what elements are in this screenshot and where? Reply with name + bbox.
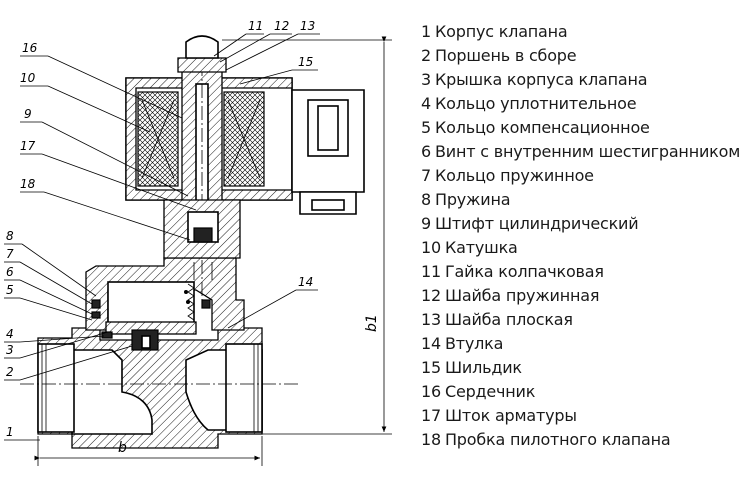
legend-item-number: 5: [421, 118, 431, 137]
legend-item-number: 3: [421, 70, 431, 89]
callout-18: 18: [20, 177, 36, 191]
dimension-b1-label: b1: [364, 314, 380, 332]
legend-item-number: 1: [421, 22, 431, 41]
legend-item-text: Пружина: [434, 190, 511, 209]
callout-7: 7: [6, 247, 14, 261]
legend-item-text: Штифт цилиндрический: [434, 214, 639, 233]
callout-14: 14: [298, 275, 313, 289]
legend-item-number: 7: [421, 166, 431, 185]
legend-item-text: Гайка колпачковая: [444, 262, 604, 281]
callout-1: 1: [6, 425, 14, 439]
dimension-b1: [222, 36, 392, 435]
callout-9: 9: [24, 107, 32, 121]
valve-section-drawing: b b1: [4, 19, 392, 466]
callout-10: 10: [20, 71, 36, 85]
legend-item-text: Шайба плоская: [444, 310, 573, 329]
legend-item-number: 9: [421, 214, 431, 233]
legend-item-number: 13: [421, 310, 441, 329]
legend-item-number: 14: [421, 334, 441, 353]
legend-item-number: 11: [421, 262, 441, 281]
leader-lines: [4, 33, 320, 441]
callout-13: 13: [300, 19, 315, 33]
dimension-b: [34, 436, 263, 466]
dimension-b-label: b: [118, 440, 127, 456]
legend-item-number: 8: [421, 190, 431, 209]
callout-5: 5: [6, 283, 14, 297]
legend-item-text: Корпус клапана: [434, 22, 568, 41]
legend-item-number: 10: [421, 238, 441, 257]
legend-item-text: Кольцо уплотнительное: [434, 94, 637, 113]
valve-body: [37, 257, 263, 449]
legend-item-text: Крышка корпуса клапана: [434, 70, 648, 89]
legend-item-text: Втулка: [444, 334, 504, 353]
legend-item-number: 18: [421, 430, 441, 449]
callout-6: 6: [6, 265, 14, 279]
legend-item-text: Кольцо пружинное: [434, 166, 594, 185]
legend-item-text: Сердечник: [444, 382, 536, 401]
legend-item-text: Шильдик: [444, 358, 522, 377]
legend-item-number: 16: [421, 382, 441, 401]
callout-3: 3: [6, 343, 14, 357]
legend-item-number: 4: [421, 94, 431, 113]
legend-item-number: 6: [421, 142, 431, 161]
callout-11: 11: [248, 19, 263, 33]
callout-15: 15: [298, 55, 313, 69]
legend-item-text: Шток арматуры: [444, 406, 577, 425]
legend-item-text: Поршень в сборе: [434, 46, 577, 65]
callout-4: 4: [6, 327, 14, 341]
legend-item-number: 2: [421, 46, 431, 65]
legend-item-text: Пробка пилотного клапана: [444, 430, 671, 449]
callout-17: 17: [20, 139, 36, 153]
legend-item-number: 12: [421, 286, 441, 305]
legend-item-text: Кольцо компенсационное: [434, 118, 650, 137]
legend-item-text: Шайба пружинная: [444, 286, 600, 305]
callout-8: 8: [6, 229, 14, 243]
legend-item-text: Винт с внутренним шестигранником: [434, 142, 741, 161]
callout-16: 16: [22, 41, 38, 55]
legend-item-number: 17: [421, 406, 441, 425]
solenoid-head: [125, 35, 365, 300]
legend-item-text: Катушка: [444, 238, 518, 257]
callout-12: 12: [274, 19, 289, 33]
callout-2: 2: [6, 365, 14, 379]
legend-item-number: 15: [421, 358, 441, 377]
